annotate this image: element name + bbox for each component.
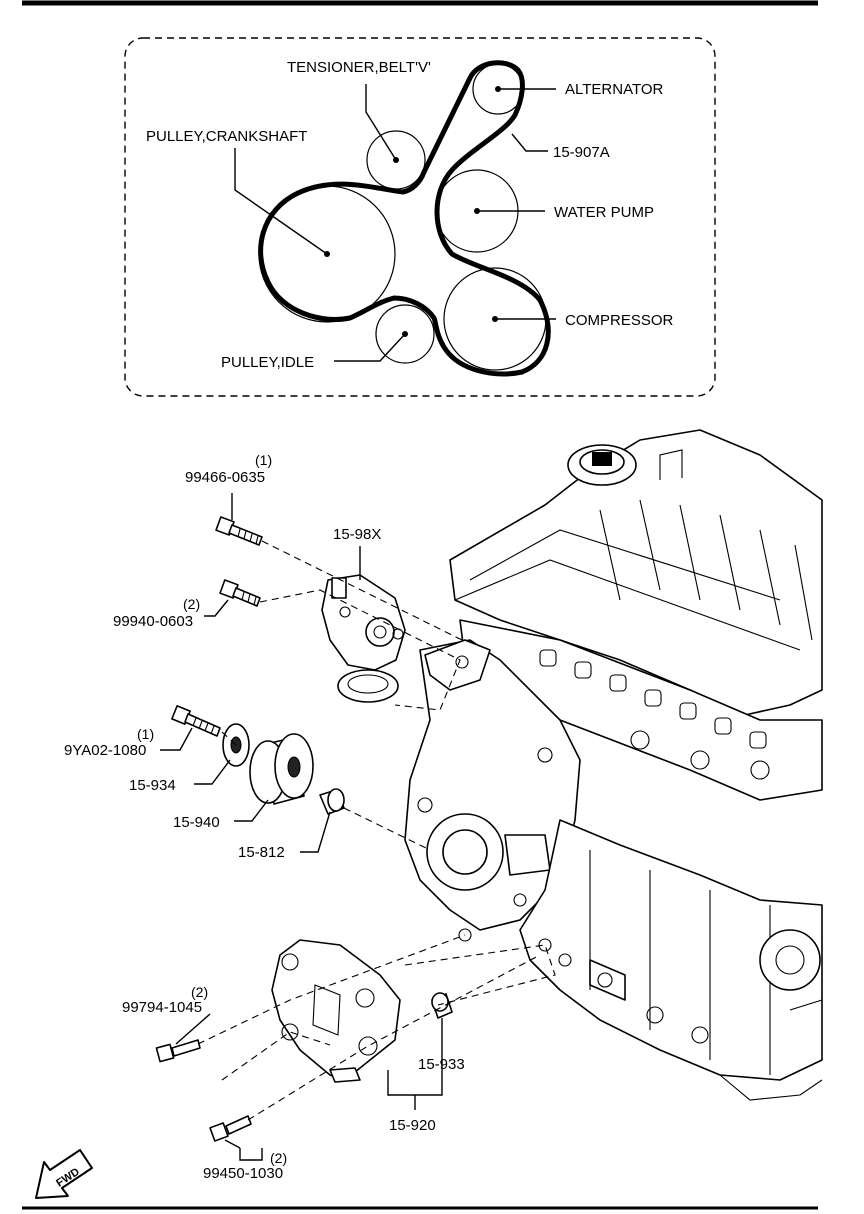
water-pump-label: WATER PUMP	[554, 204, 654, 221]
washer-15-934	[222, 723, 250, 767]
part-qty-99940-0603: (2)	[183, 596, 200, 612]
assembly-line-8	[404, 944, 556, 1006]
assembly-line-5	[197, 934, 466, 1045]
assembly-line-3	[221, 731, 237, 746]
part-number-99940-0603: 99940-0603	[113, 613, 193, 630]
fwd-arrow-icon: FWD	[35, 1149, 93, 1199]
part-number-15-98x: 15-98X	[333, 526, 381, 543]
tensioner-leader	[365, 84, 397, 161]
idle-leader	[334, 333, 406, 362]
part-qty-99466-0635: (1)	[255, 452, 272, 468]
part-number-99450-1030: 99450-1030	[203, 1165, 283, 1182]
part-number-15-812: 15-812	[238, 844, 285, 861]
idle-label: PULLEY,IDLE	[221, 354, 314, 371]
belt-leader	[511, 133, 548, 152]
compressor-label: COMPRESSOR	[565, 312, 674, 329]
part-qty-99794-1045: (2)	[191, 984, 208, 1000]
idle-pulley	[375, 304, 435, 364]
bolt-99450-1030	[209, 1115, 252, 1142]
inset-frame	[124, 37, 716, 397]
part-number-15-933: 15-933	[418, 1056, 465, 1073]
crankshaft-label: PULLEY,CRANKSHAFT	[146, 128, 307, 145]
tensioner-label: TENSIONER,BELT'V'	[287, 59, 431, 76]
part-leaders	[160, 493, 443, 1161]
assembly-line-2	[259, 589, 461, 711]
sleeve-15-933	[431, 992, 453, 1019]
bolt-99794-1045	[155, 1039, 201, 1063]
part-number-15-920: 15-920	[389, 1117, 436, 1134]
v-belt	[258, 60, 551, 377]
assembly-line-6	[221, 1031, 331, 1081]
exploded-parts	[155, 516, 556, 1142]
part-number-9ya02-1080: 9YA02-1080	[64, 742, 146, 759]
assembly-line-7	[247, 954, 541, 1121]
bolt-99466-0635	[215, 516, 263, 546]
bolt-9ya02-1080	[171, 705, 221, 737]
bolt-99940-0603	[219, 579, 261, 607]
part-number-99794-1045: 99794-1045	[122, 999, 202, 1016]
idler-pulley-15-940	[249, 733, 314, 805]
belt-label: 15-907A	[553, 144, 610, 161]
crankshaft-leader	[234, 148, 328, 255]
part-labels: (1) 99466-0635 15-98X (2) 99940-0603 (1)…	[64, 452, 465, 1182]
part-qty-9ya02-1080: (1)	[137, 726, 154, 742]
alternator-label: ALTERNATOR	[565, 81, 664, 98]
bracket-15-920	[271, 939, 401, 1083]
bushing-15-812	[319, 788, 345, 815]
assembly-line-4	[343, 807, 431, 851]
part-number-99466-0635: 99466-0635	[185, 469, 265, 486]
belt-routing-inset: TENSIONER,BELT'V' ALTERNATOR PULLEY,CRAN…	[124, 37, 716, 397]
assembly-line-1	[261, 540, 463, 641]
part-number-15-940: 15-940	[173, 814, 220, 831]
part-qty-99450-1030: (2)	[270, 1150, 287, 1166]
tensioner-assembly-15-98x	[321, 574, 406, 703]
engine-block-illustration	[404, 429, 823, 1101]
part-number-15-934: 15-934	[129, 777, 176, 794]
